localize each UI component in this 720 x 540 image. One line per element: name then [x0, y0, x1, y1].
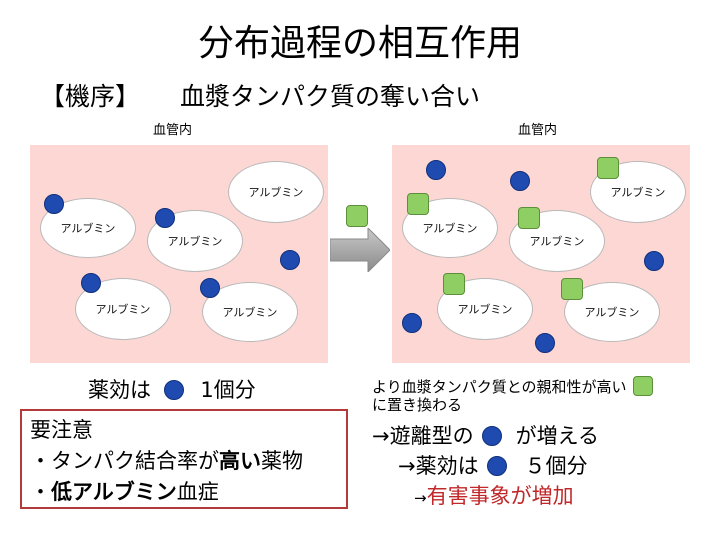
page-title: 分布過程の相互作用 [197, 23, 522, 64]
note-line-2: に置き換わる [372, 396, 463, 414]
free-drug-marker [280, 250, 300, 270]
displacing-drug-marker [561, 278, 583, 300]
adverse-arrow: → [414, 489, 427, 507]
left-effect-line: 薬効は 1個分 [88, 376, 256, 404]
free-drug-line: →遊離型のが増える [372, 424, 599, 448]
effect-prefix: 薬効は [88, 378, 151, 402]
free-drug-marker [510, 171, 530, 191]
displacing-drug-marker [346, 205, 368, 227]
drug-marker-icon [163, 380, 184, 400]
right-notes: より血漿タンパク質との親和性が高い に置き換わる [372, 376, 653, 414]
bound-drug-marker [81, 273, 101, 293]
drug-marker-icon [481, 426, 502, 446]
displacing-drug-marker [407, 193, 429, 215]
right-vessel-label: 血管内 [518, 123, 558, 138]
caution-heading: 要注意 [30, 418, 93, 442]
bound-drug-marker [200, 278, 220, 298]
albumin: アルブミン [590, 161, 686, 223]
transition-arrow-icon [330, 228, 390, 272]
albumin: アルブミン [40, 198, 136, 258]
left-vessel-panel: アルブミン アルブミン アルブミン アルブミン アルブミン [30, 145, 328, 363]
caution-box: 要注意 ・タンパク結合率が高い薬物 ・低アルブミン血症 [20, 409, 348, 509]
bound-drug-marker [44, 194, 64, 214]
adverse-text: 有害事象が増加 [426, 484, 574, 508]
free-drug-marker [535, 333, 555, 353]
mechanism-label: 【機序】 [40, 82, 141, 111]
displacing-drug-marker [518, 207, 540, 229]
free-drug-marker [402, 313, 422, 333]
mechanism-text: 血漿タンパク質の奪い合い [180, 82, 481, 111]
free-drug-marker [426, 160, 446, 180]
right-vessel-panel: アルブミン アルブミン アルブミン アルブミン アルブミン [392, 145, 690, 363]
displacing-drug-icon [632, 376, 653, 396]
left-vessel-label: 血管内 [153, 123, 193, 138]
adverse-event-line: →有害事象が増加 [414, 482, 574, 512]
albumin: アルブミン [228, 161, 324, 223]
note-line-1: より血漿タンパク質との親和性が高い [372, 376, 653, 396]
drug-marker-icon [486, 456, 507, 476]
bound-drug-marker [155, 208, 175, 228]
displacing-drug-marker [443, 273, 465, 295]
free-drug-marker [644, 251, 664, 271]
effect-count: 1個分 [200, 378, 256, 402]
caution-item-1: ・タンパク結合率が高い薬物 [30, 449, 303, 473]
caution-item-2: ・低アルブミン血症 [30, 480, 219, 504]
displacing-drug-marker [597, 157, 619, 179]
